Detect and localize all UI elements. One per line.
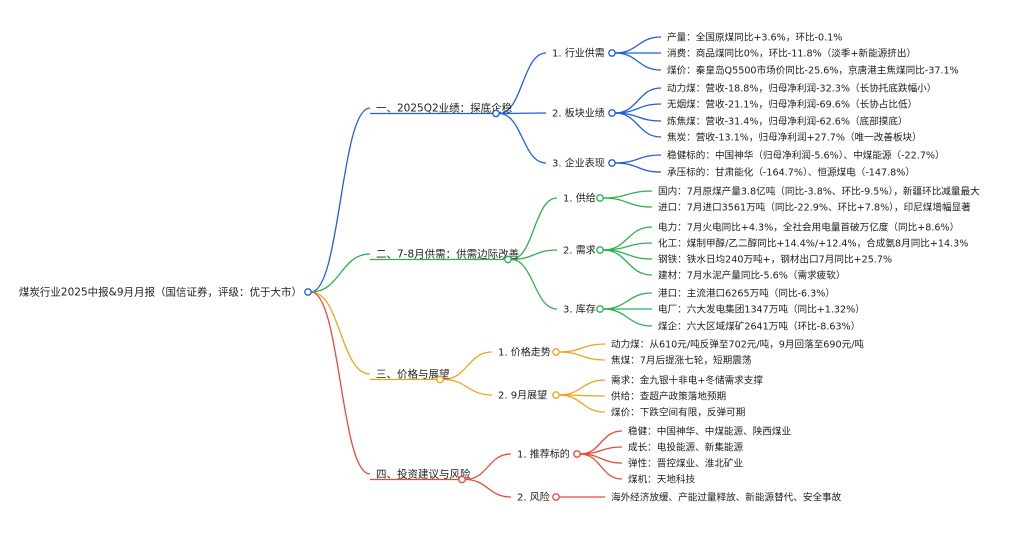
branch-4-title: 四、投资建议与风险 [376,468,471,481]
branch-3-expand-dot[interactable] [436,375,444,384]
connector-branch-1-to-sub-3 [498,112,547,164]
leaf-3-2-1: 需求：金九银十非电+冬储需求支撑 [611,375,763,387]
connector-root-to-branch-1 [310,107,371,293]
leaf-1-2-4: 焦炭：营收-13.1%，归母净利润+27.7%（唯一改善板块） [667,132,922,144]
connector-sub-1-3-to-leaf-2 [614,162,662,173]
subtopic-3-1: 1. 价格走势 [498,346,551,359]
leaf-3-2-2: 供给：查超产政策落地预期 [611,391,726,403]
leaf-2-2-4: 建材：7月水泥产量同比-5.6%（需求疲软） [658,270,845,282]
connector-sub-1-2-to-leaf-4 [614,112,662,138]
leaf-1-2-2: 无烟煤：营收-21.1%，归母净利润-69.6%（长协占比低） [667,99,917,111]
leaf-4-1-2: 成长：电投能源、新集能源 [628,442,744,454]
leaf-2-2-1: 电力：7月火电同比+4.3%，全社会用电量首破万亿度（同比+8.6%） [658,222,959,234]
leaf-3-1-1: 动力煤：从610元/吨反弹至702元/吨，9月回落至690元/吨 [611,339,864,351]
connector-sub-2-2-to-leaf-4 [602,249,653,276]
connector-sub-3-2-to-leaf-3 [558,394,606,413]
leaf-2-1-2: 进口：7月进口3561万吨（同比-22.9%、环比+7.8%），印尼煤增幅显著 [658,202,971,214]
root-expand-dot[interactable] [304,288,312,296]
connector-sub-1-1-to-leaf-1 [614,36,662,54]
subtopic-3-2: 2. 9月展望 [498,389,547,402]
connector-sub-3-2-to-leaf-1 [558,379,606,396]
connector-sub-1-1-to-leaf-3 [614,52,662,71]
subtopic-2-2: 2. 需求 [563,245,596,257]
subtopic-1-3-expand-dot[interactable] [608,159,616,167]
leaf-4-1-4: 煤机：天地科技 [628,474,696,486]
connector-sub-2-1-to-leaf-1 [602,190,653,199]
connector-root-to-branch-2 [310,253,371,293]
leaf-1-1-1: 产量：全国原煤同比+3.6%，环比-0.1% [667,32,842,44]
leaf-1-2-3: 炼焦煤：营收-31.4%，归母净利润-62.6%（底部摸底） [667,116,908,128]
leaf-2-3-3: 煤企：六大区域煤矿2641万吨（环比-8.63%） [658,321,860,333]
connector-branch-2-to-sub-2 [510,249,558,261]
leaf-1-3-1: 稳健标的：中国神华（归母净利润-5.6%）、中煤能源（-22.7%） [667,150,945,162]
subtopic-1-2: 2. 板块业绩 [552,107,605,120]
connector-sub-1-3-to-leaf-1 [614,154,662,164]
branch-1-expand-dot[interactable] [492,109,500,118]
leaf-3-2-3: 煤价：下跌空间有限，反弹可期 [611,407,745,419]
subtopic-3-2-expand-dot[interactable] [552,391,560,399]
connector-root-to-branch-4 [310,291,371,475]
subtopic-2-1: 1. 供给 [563,192,596,205]
leaf-2-3-1: 港口：主流港口6265万吨（同比-6.3%） [658,288,835,300]
subtopic-2-2-expand-dot[interactable] [596,246,604,254]
connector-branch-4-to-sub-2 [464,478,512,498]
subtopic-2-3-expand-dot[interactable] [596,305,604,313]
mindmap-nodes: 煤炭行业2025中报&9月月报（国信证券，评级：优于大市） 一、2025Q2业绩：… [19,32,980,504]
subtopic-4-2-expand-dot[interactable] [552,493,560,501]
subtopic-2-1-expand-dot[interactable] [596,194,604,202]
branch-4-expand-dot[interactable] [458,475,466,484]
subtopic-1-2-expand-dot[interactable] [608,109,616,117]
subtopic-4-1: 1. 推荐标的 [517,448,570,461]
subtopic-1-1-expand-dot[interactable] [608,49,616,57]
leaf-1-1-2: 消费：商品煤同比0%，环比-11.8%（淡季+新能源挤出） [667,48,916,60]
connector-sub-3-1-to-leaf-1 [558,343,606,353]
connector-sub-2-3-to-leaf-1 [602,292,653,310]
leaf-3-1-2: 焦煤：7月后提涨七轮，短期震荡 [611,355,752,367]
connector-branch-2-to-sub-1 [510,197,558,261]
connector-sub-2-3-to-leaf-3 [602,308,653,327]
root-topic: 煤炭行业2025中报&9月月报（国信证券，评级：优于大市） [19,286,302,299]
leaf-1-3-2: 承压标的：甘肃能化（-164.7%）、恒源煤电（-147.8%） [667,167,915,179]
leaf-4-1-1: 稳健：中国神华、中煤能源、陕西煤业 [628,426,791,438]
branch-3-title: 三、价格与展望 [376,368,450,381]
branch-2-expand-dot[interactable] [504,255,512,264]
connector-branch-1-to-sub-2 [498,112,547,115]
subtopic-3-1-expand-dot[interactable] [552,348,560,356]
connector-branch-1-to-sub-1 [498,52,547,115]
connector-sub-1-2-to-leaf-1 [614,87,662,114]
leaf-2-2-2: 化工：煤制甲醇/乙二醇同比+14.4%/+12.4%，合成氨8月同比+14.3% [658,238,968,250]
connector-sub-4-1-to-leaf-4 [579,453,623,480]
connector-sub-3-1-to-leaf-2 [558,351,606,361]
connector-root-to-branch-3 [310,291,371,375]
connector-branch-2-to-sub-3 [510,258,558,310]
connector-sub-2-1-to-leaf-2 [602,197,653,208]
leaf-1-1-3: 煤价：秦皇岛Q5500市场价同比-25.6%，京唐港主焦煤同比-37.1% [667,65,959,77]
leaf-2-3-2: 电厂：六大发电集团1347万吨（同比+1.32%） [658,304,865,316]
connector-branch-3-to-sub-2 [442,378,493,396]
subtopic-1-1: 1. 行业供需 [552,47,605,60]
connector-branch-3-to-sub-1 [442,351,493,381]
leaf-2-1-1: 国内：7月原煤产量3.8亿吨（同比-3.8%、环比-9.5%），新疆环比减量最大 [658,186,980,198]
leaf-1-2-1: 动力煤：营收-18.8%，归母净利润-32.3%（长协托底跌幅小） [667,83,936,95]
leaf-2-2-3: 钢铁：铁水日均240万吨+，钢材出口7月同比+25.7% [658,254,892,266]
subtopic-1-3: 3. 企业表现 [552,157,605,170]
connector-branch-4-to-sub-1 [464,453,512,481]
subtopic-4-2: 2. 风险 [517,491,550,504]
subtopic-4-1-expand-dot[interactable] [573,450,581,458]
branch-1-title: 一、2025Q2业绩：探底企稳 [376,102,513,115]
leaf-4-1-3: 弹性：晋控煤业、淮北矿业 [628,458,744,470]
branch-2-title: 二、7-8月供需：供需边际改善 [376,248,519,261]
leaf-4-2-1: 海外经济放缓、产能过量释放、新能源替代、安全事故 [611,492,842,504]
subtopic-2-3: 3. 库存 [563,303,596,316]
mindmap-connectors [310,36,662,498]
